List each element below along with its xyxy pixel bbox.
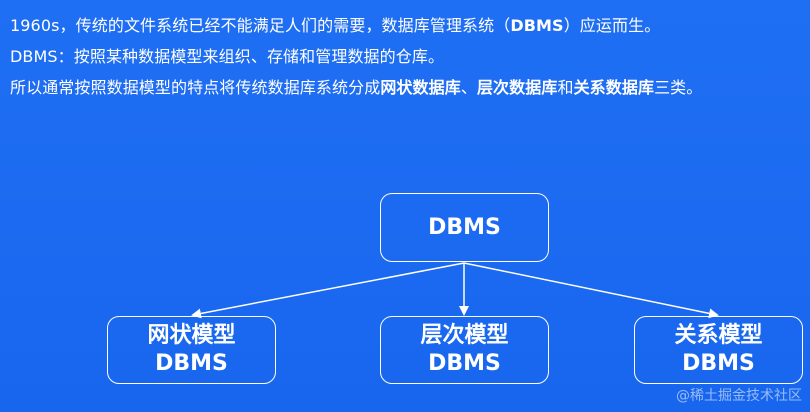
intro-line-3: 所以通常按照数据模型的特点将传统数据库系统分成网状数据库、层次数据库和关系数据库… [10,72,800,103]
hierarchical-model-dbms-label: DBMS [428,351,501,376]
watermark: @稀土掘金技术社区 [676,388,802,404]
intro-line-3-tail: 三类。 [654,78,703,97]
network-database-term: 网状数据库 [380,78,461,97]
intro-line-3-sep2: 和 [557,78,574,97]
intro-line-1-text: 1960s，传统的文件系统已经不能满足人们的需要，数据库管理系统（ [10,16,511,35]
intro-text: 1960s，传统的文件系统已经不能满足人们的需要，数据库管理系统（DBMS）应运… [10,10,800,103]
hierarchical-model-node: 层次模型 DBMS [380,316,549,384]
relational-model-dbms-label: DBMS [682,351,755,376]
intro-line-1-bold: DBMS [510,16,564,35]
relational-model-label: 关系模型 [674,323,763,348]
edge-to-network-model [191,262,465,319]
network-model-dbms-label: DBMS [155,351,228,376]
intro-line-3-sep1: 、 [460,78,477,97]
intro-line-1-tail: ）应运而生。 [563,16,661,35]
intro-line-2: DBMS：按照某种数据模型来组织、存储和管理数据的仓库。 [10,47,445,66]
intro-line-1: 1960s，传统的文件系统已经不能满足人们的需要，数据库管理系统（DBMS）应运… [10,10,800,41]
hierarchical-database-term: 层次数据库 [476,78,558,97]
relational-database-term: 关系数据库 [573,78,655,97]
dbms-root-label: DBMS [428,214,501,240]
intro-line-3-text: 所以通常按照数据模型的特点将传统数据库系统分成 [10,78,381,97]
hierarchical-model-label: 层次模型 [420,323,509,348]
dbms-root-node: DBMS [380,193,549,262]
network-model-label: 网状模型 [147,323,236,348]
edge-to-relational-model [463,262,719,319]
relational-model-node: 关系模型 DBMS [634,316,803,384]
network-model-node: 网状模型 DBMS [107,316,276,384]
